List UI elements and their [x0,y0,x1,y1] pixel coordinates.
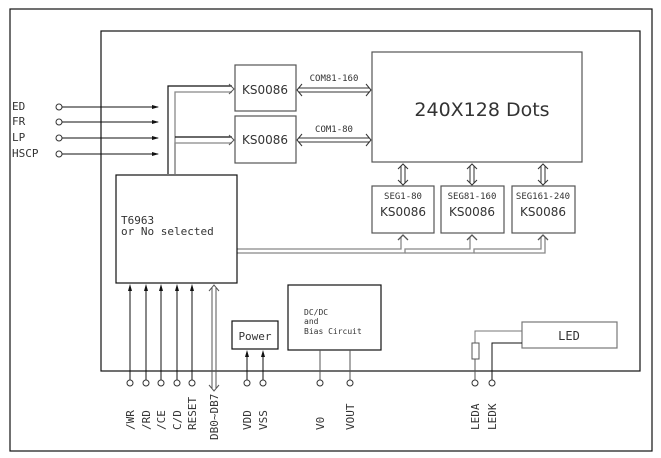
seg-driver-1: SEG1-80 KS0086 [371,185,435,234]
signal-lp: LP [12,131,159,144]
seg-driver-1-range: SEG1-80 [384,192,422,202]
vout-pin-label: VOUT [344,403,357,430]
display-label: 240X128 Dots [414,99,549,121]
dcdc-label-2: and [304,317,319,326]
com-bus-1: COM81-160 [296,74,372,97]
seg-driver-2-label: KS0086 [449,205,495,219]
seg-driver-3-label: KS0086 [520,205,566,219]
data-bus-pin: DB0~DB7 [208,284,221,440]
com-driver-1-label: KS0086 [242,83,288,97]
module-frame [100,30,641,372]
com-bus-2: COM1-80 [296,125,372,147]
seg-display-buses [397,163,549,186]
left-signals: ED FR LP HSCP [12,100,159,160]
seg-driver-1-label: KS0086 [380,205,426,219]
seg-driver-2: SEG81-160 KS0086 [440,185,505,234]
v0-pin-label: V0 [314,417,327,430]
controller-label-1: T6963 [121,214,154,227]
leda-pin-label: LEDA [469,403,482,430]
signal-lp-label: LP [12,131,26,144]
control-pin: /CE [155,284,168,430]
signal-hscp-label: HSCP [12,147,39,160]
data-bus-pin-label: DB0~DB7 [208,394,221,440]
seg-driver-3-range: SEG161-240 [516,192,570,202]
controller: T6963 or No selected [115,174,238,284]
com-driver-2-label: KS0086 [242,133,288,147]
dcdc-label-3: Bias Circuit [304,327,362,336]
signal-ed: ED [12,100,159,113]
control-pin: RESET [186,284,199,430]
power-label: Power [238,330,271,343]
vss-pin-label: VSS [257,410,270,430]
seg-driver-3: SEG161-240 KS0086 [511,185,576,234]
seg-driver-2-range: SEG81-160 [448,192,497,202]
signal-ed-label: ED [12,100,25,113]
com-driver-1: KS0086 [234,64,297,112]
ledk-pin-label: LEDK [486,403,499,430]
com-bus-1-label: COM81-160 [310,74,359,84]
outer-frame [9,8,653,452]
control-pin-label: /CE [155,410,168,430]
signal-hscp: HSCP [12,147,159,160]
dcdc-label-1: DC/DC [304,308,328,317]
control-pin: /WR [124,284,137,430]
display-panel: 240X128 Dots [371,51,583,163]
led-block: LED LEDA LEDK [469,321,618,430]
com-driver-2: KS0086 [234,115,297,164]
control-pin-label: RESET [186,397,199,430]
control-pin: /RD [140,284,153,430]
signal-fr: FR [12,115,159,128]
signal-fr-label: FR [12,115,26,128]
com-bus-2-label: COM1-80 [315,125,353,135]
led-label: LED [558,329,580,343]
com-data-bus [167,83,235,174]
control-pin-label: /RD [140,410,153,430]
controller-label-2: or No selected [121,225,214,238]
control-pin-label: C/D [171,410,184,430]
control-pin-label: /WR [124,410,137,430]
seg-data-bus [237,234,549,254]
dcdc-block: DC/DC and Bias Circuit V0 VOUT [287,284,382,430]
power-block: Power VDD VSS [231,320,279,430]
control-pin: C/D [171,284,184,430]
vdd-pin-label: VDD [241,410,254,430]
